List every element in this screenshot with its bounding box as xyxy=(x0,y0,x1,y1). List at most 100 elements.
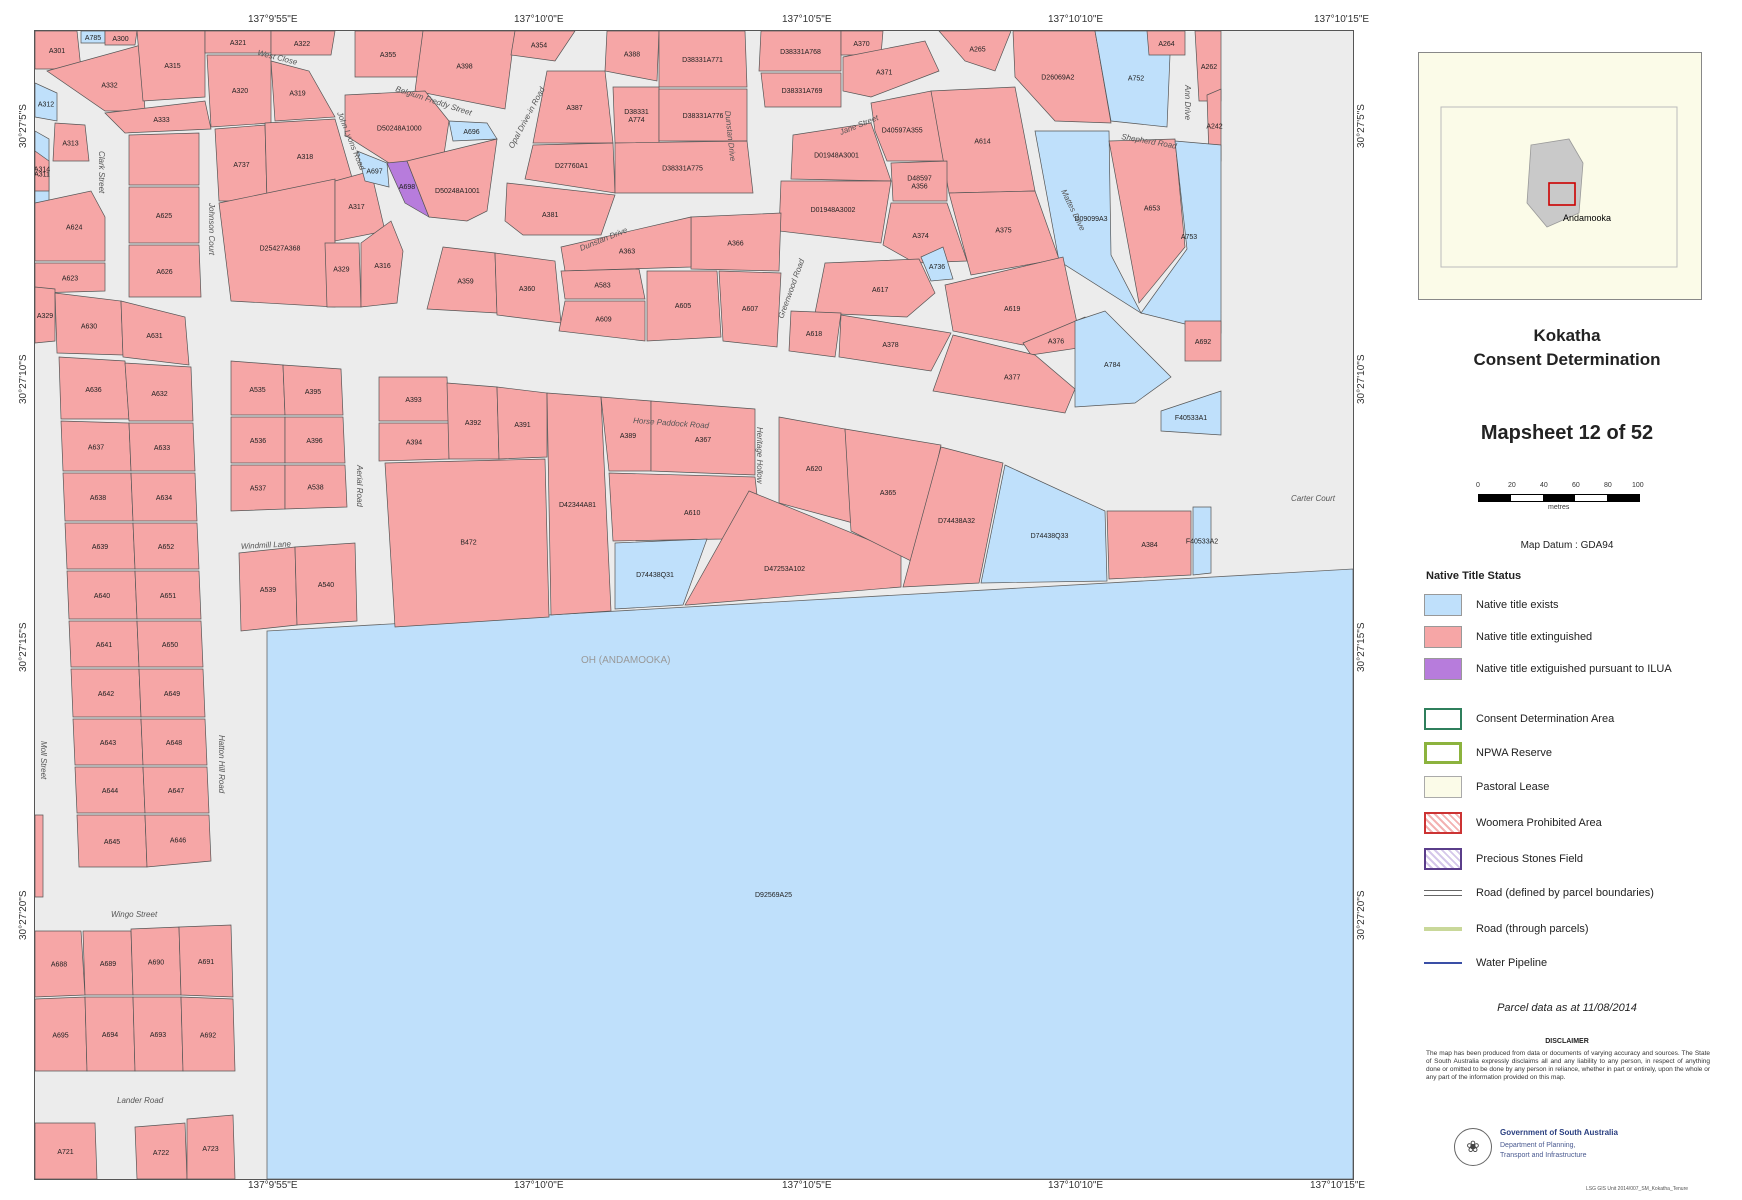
parcel-A722[interactable] xyxy=(134,1122,188,1179)
parcel-A634[interactable] xyxy=(130,472,198,522)
parcel-D09099A3[interactable] xyxy=(1034,130,1142,314)
parcel-D26069A2[interactable] xyxy=(1012,31,1112,124)
parcel-A646[interactable] xyxy=(144,814,212,868)
parcel-D38331A771[interactable] xyxy=(658,31,748,88)
parcel-A363[interactable] xyxy=(560,216,692,272)
parcel-A633[interactable] xyxy=(128,422,196,472)
parcel-D38331A769[interactable] xyxy=(760,72,842,108)
parcel-label-A242: A242 xyxy=(1206,124,1222,131)
parcel-D48597A356[interactable] xyxy=(890,160,948,202)
parcel-A692b[interactable] xyxy=(180,996,236,1072)
parcel-A265[interactable] xyxy=(938,31,1012,72)
parcel-A315[interactable] xyxy=(136,31,206,102)
parcel-A314b[interactable] xyxy=(128,132,200,186)
parcel-A723[interactable] xyxy=(186,1114,236,1179)
parcel-D74438Q31[interactable] xyxy=(614,538,708,610)
parcel-A395[interactable] xyxy=(282,364,344,416)
parcel-F40533A2[interactable] xyxy=(1192,506,1212,576)
parcel-D47253A102[interactable] xyxy=(684,490,902,606)
parcel-A316[interactable] xyxy=(360,220,404,308)
street-ann: Ann Drive xyxy=(1183,84,1192,121)
cadastral-map[interactable]: A301A785A300A315A321A322A355A354A398A388… xyxy=(35,31,1353,1179)
parcel-A625[interactable] xyxy=(128,186,200,244)
parcel-label-A632: A632 xyxy=(151,391,167,398)
parcel-D74438Q33[interactable] xyxy=(980,464,1108,584)
parcel-A721[interactable] xyxy=(35,1122,98,1179)
parcel-A632[interactable] xyxy=(124,362,194,422)
parcel-A333[interactable] xyxy=(104,100,212,134)
parcel-A319[interactable] xyxy=(270,60,336,122)
parcel-A322[interactable] xyxy=(270,31,336,56)
parcel-A329[interactable] xyxy=(324,242,362,308)
legend-ilua: Native title extiguished pursuant to ILU… xyxy=(1424,656,1672,682)
parcel-A381[interactable] xyxy=(504,182,616,236)
parcel-A753[interactable] xyxy=(1140,140,1222,334)
parcel-A609[interactable] xyxy=(558,300,646,342)
parcel-strip-left[interactable] xyxy=(35,814,44,898)
parcel-A648[interactable] xyxy=(140,718,208,766)
parcel-A652[interactable] xyxy=(132,522,200,570)
parcel-A313[interactable] xyxy=(52,122,90,162)
parcel-D42344A81[interactable] xyxy=(546,392,612,616)
parcel-A312[interactable] xyxy=(35,82,58,122)
parcel-label-A785: A785 xyxy=(85,35,101,42)
parcel-label-A688: A688 xyxy=(51,962,67,969)
parcel-A623[interactable] xyxy=(35,262,106,294)
parcel-A784[interactable] xyxy=(1074,310,1172,408)
parcel-A583[interactable] xyxy=(560,268,646,300)
parcel-A631[interactable] xyxy=(120,300,190,366)
parcel-F40533A1[interactable] xyxy=(1160,390,1222,436)
parcel-D38331A775[interactable] xyxy=(614,140,754,194)
parcel-A697[interactable] xyxy=(356,150,390,188)
parcel-label-F40533A1: F40533A1 xyxy=(1175,415,1207,422)
parcel-A329b[interactable] xyxy=(35,286,56,344)
parcel-A377[interactable] xyxy=(932,334,1076,414)
parcel-A378[interactable] xyxy=(838,314,952,372)
parcel-D92569A25[interactable] xyxy=(266,568,1353,1179)
parcel-A692[interactable] xyxy=(1184,320,1222,362)
parcel-label-A736: A736 xyxy=(929,264,945,271)
parcel-A538[interactable] xyxy=(284,464,348,510)
parcel-A605[interactable] xyxy=(646,270,722,342)
parcel-A651[interactable] xyxy=(134,570,202,620)
parcel-A311[interactable] xyxy=(35,150,50,192)
parcel-A264[interactable] xyxy=(1146,31,1186,56)
parcel-label-A378: A378 xyxy=(882,342,898,349)
coord-top-5: 137°10'15"E xyxy=(1314,14,1370,25)
parcel-A617[interactable] xyxy=(814,258,936,318)
parcel-A691[interactable] xyxy=(178,924,234,998)
parcel-A388[interactable] xyxy=(604,31,660,82)
parcel-label-A262: A262 xyxy=(1201,64,1217,71)
parcel-A618[interactable] xyxy=(788,310,842,358)
parcel-A391[interactable] xyxy=(496,386,548,460)
parcel-B472[interactable] xyxy=(384,458,550,628)
parcel-label-A620: A620 xyxy=(806,466,822,473)
parcel-A354[interactable] xyxy=(510,31,576,62)
parcel-D40597A355[interactable] xyxy=(870,90,948,162)
parcel-A398[interactable] xyxy=(414,31,516,110)
parcel-label-A395: A395 xyxy=(305,389,321,396)
parcel-A384[interactable] xyxy=(1106,510,1192,580)
legend-road-parcel: Road (defined by parcel boundaries) xyxy=(1424,880,1654,906)
parcel-D50248A1001[interactable] xyxy=(406,138,498,222)
parcel-A367[interactable] xyxy=(650,400,756,476)
parcel-A736[interactable] xyxy=(920,246,954,282)
parcel-D74438A32[interactable] xyxy=(902,446,1004,588)
parcel-A371[interactable] xyxy=(842,40,940,98)
parcel-A540[interactable] xyxy=(294,542,358,626)
parcel-layer xyxy=(35,31,1222,1179)
parcel-A626[interactable] xyxy=(128,244,202,298)
locator-inset[interactable]: Andamooka xyxy=(1418,52,1702,300)
parcel-A647[interactable] xyxy=(142,766,210,814)
parcel-A396[interactable] xyxy=(284,416,346,464)
parcel-D38331A768[interactable] xyxy=(758,31,842,72)
parcel-label-A398: A398 xyxy=(456,64,472,71)
parcel-A607[interactable] xyxy=(718,270,782,348)
parcel-A650[interactable] xyxy=(136,620,204,668)
parcel-A649[interactable] xyxy=(138,668,206,718)
parcel-A653[interactable] xyxy=(1108,138,1186,304)
parcel-A624[interactable] xyxy=(35,190,106,262)
parcel-A300[interactable] xyxy=(104,31,138,46)
